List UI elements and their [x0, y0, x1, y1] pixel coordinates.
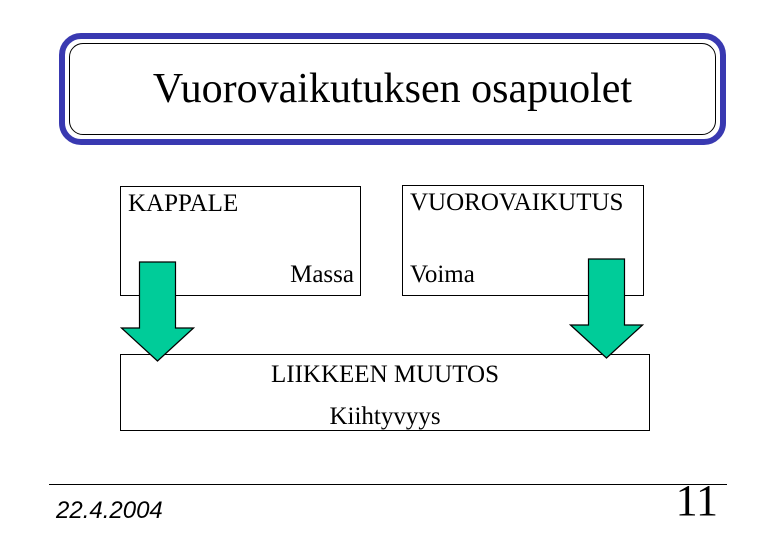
down-arrow-icon — [569, 258, 644, 359]
liikkeen-muutos-label: LIIKKEEN MUUTOS — [271, 361, 499, 388]
footer-date: 22.4.2004 — [56, 497, 163, 524]
down-arrow-shape — [120, 261, 195, 362]
liikkeen-muutos-box: LIIKKEEN MUUTOS Kiihtyvyys — [120, 354, 650, 431]
down-arrow-shape — [569, 258, 644, 359]
slide-title: Vuorovaikutuksen osapuolet — [152, 66, 633, 112]
kappale-label: KAPPALE — [128, 190, 239, 217]
voima-label: Voima — [410, 261, 475, 288]
footer-divider — [49, 484, 727, 485]
page-number: 11 — [675, 476, 718, 525]
title-box: Vuorovaikutuksen osapuolet — [59, 33, 726, 145]
kiihtyvyys-label: Kiihtyvyys — [329, 403, 441, 430]
title-inner-frame: Vuorovaikutuksen osapuolet — [69, 43, 716, 135]
massa-label: Massa — [290, 261, 354, 288]
vuorovaikutus-label: VUOROVAIKUTUS — [410, 189, 624, 216]
down-arrow-icon — [120, 261, 195, 362]
